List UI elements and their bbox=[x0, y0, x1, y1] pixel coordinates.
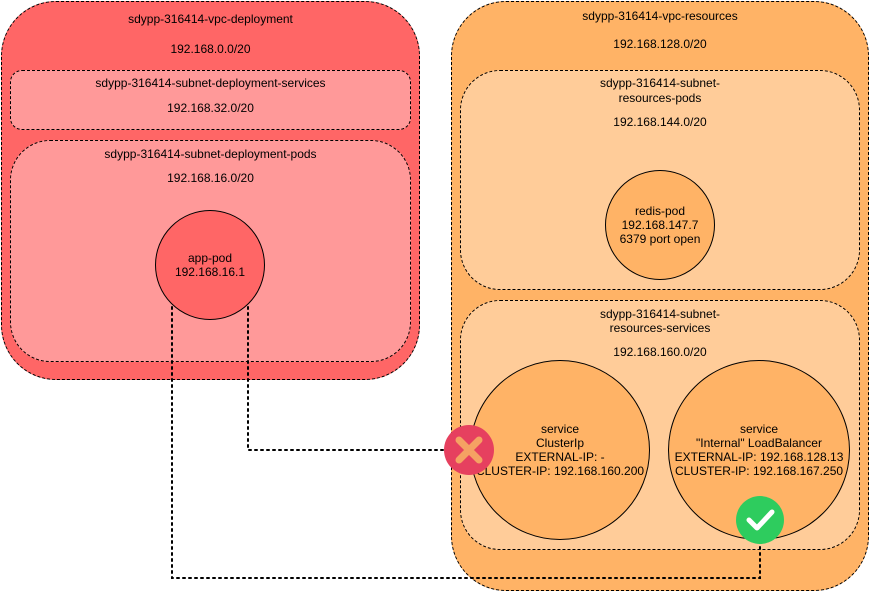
subnet-deployment-services-cidr: 192.168.32.0/20 bbox=[167, 101, 254, 115]
service-clusterip-line2: ClusterIp bbox=[535, 436, 585, 450]
service-clusterip-line1: service bbox=[540, 422, 579, 436]
app-pod-name: app-pod bbox=[187, 251, 233, 265]
redis-pod-name: redis-pod bbox=[634, 204, 686, 218]
subnet-deployment-pods-cidr: 192.168.16.0/20 bbox=[167, 171, 254, 185]
redis-pod: redis-pod 192.168.147.7 6379 port open bbox=[605, 170, 715, 280]
check-circle-icon bbox=[736, 496, 784, 544]
vpc-resources-cidr: 192.168.128.0/20 bbox=[613, 37, 707, 51]
subnet-resources-pods-name-2: resources-pods bbox=[618, 91, 702, 105]
subnet-deployment-services-name: sdypp-316414-subnet-deployment-services bbox=[95, 76, 326, 90]
service-clusterip-line3: EXTERNAL-IP: - bbox=[515, 450, 605, 464]
vpc-resources-name: sdypp-316414-vpc-resources bbox=[582, 9, 738, 23]
redis-pod-port: 6379 port open bbox=[619, 232, 701, 246]
check-circle-icon-mark bbox=[746, 509, 775, 531]
x-circle-icon bbox=[444, 425, 494, 475]
app-pod-ip: 192.168.16.1 bbox=[174, 265, 246, 279]
connector-app-to-clusterip bbox=[247, 306, 471, 451]
subnet-resources-services-name-1: sdypp-316414-subnet- bbox=[599, 307, 721, 321]
subnet-resources-pods-name-1: sdypp-316414-subnet- bbox=[599, 76, 721, 90]
connector-app-to-loadbalancer bbox=[171, 306, 761, 579]
vpc-deployment-cidr: 192.168.0.0/20 bbox=[170, 42, 251, 56]
subnet-deployment-pods-name: sdypp-316414-subnet-deployment-pods bbox=[104, 147, 317, 161]
subnet-deployment-services: sdypp-316414-subnet-deployment-services … bbox=[10, 70, 411, 130]
check-circle-icon-bg bbox=[736, 496, 784, 544]
vpc-deployment-name: sdypp-316414-vpc-deployment bbox=[128, 12, 293, 26]
service-clusterip: service ClusterIp EXTERNAL-IP: - CLUSTER… bbox=[470, 360, 650, 540]
service-loadbalancer-line2: "Internal" LoadBalancer bbox=[696, 436, 822, 450]
subnet-resources-services-name-2: resources-services bbox=[609, 321, 711, 335]
subnet-resources-services-cidr: 192.168.160.0/20 bbox=[613, 345, 707, 359]
app-pod: app-pod 192.168.16.1 bbox=[155, 210, 265, 320]
service-clusterip-line4: CLUSTER-IP: 192.168.160.200 bbox=[475, 464, 645, 478]
service-loadbalancer-line3: EXTERNAL-IP: 192.168.128.13 bbox=[674, 450, 844, 464]
service-loadbalancer-line4: CLUSTER-IP: 192.168.167.250 bbox=[674, 464, 844, 478]
x-circle-icon-cross bbox=[455, 436, 483, 464]
subnet-resources-pods-cidr: 192.168.144.0/20 bbox=[613, 115, 707, 129]
redis-pod-ip: 192.168.147.7 bbox=[621, 218, 699, 232]
service-loadbalancer-line1: service bbox=[739, 422, 778, 436]
